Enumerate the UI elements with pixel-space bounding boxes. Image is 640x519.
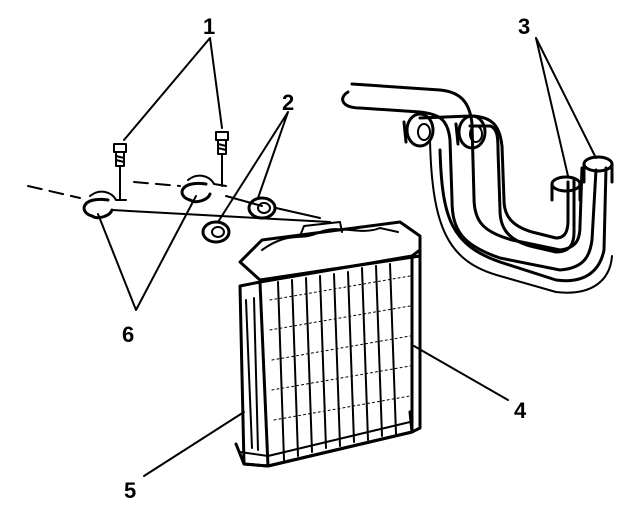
leader-lines	[97, 37, 597, 477]
callout-2: 2	[282, 90, 295, 115]
callout-3: 3	[518, 14, 531, 39]
heater-core	[234, 220, 422, 468]
callout-4: 4	[514, 398, 527, 423]
core-fins	[269, 263, 411, 461]
heater-pipes	[341, 82, 614, 294]
callout-5: 5	[124, 478, 137, 503]
callout-6: 6	[122, 322, 135, 347]
clamps	[82, 174, 227, 220]
callout-1: 1	[203, 14, 216, 39]
assembly-lines	[27, 153, 331, 223]
seals	[201, 196, 277, 244]
screws	[113, 131, 229, 167]
